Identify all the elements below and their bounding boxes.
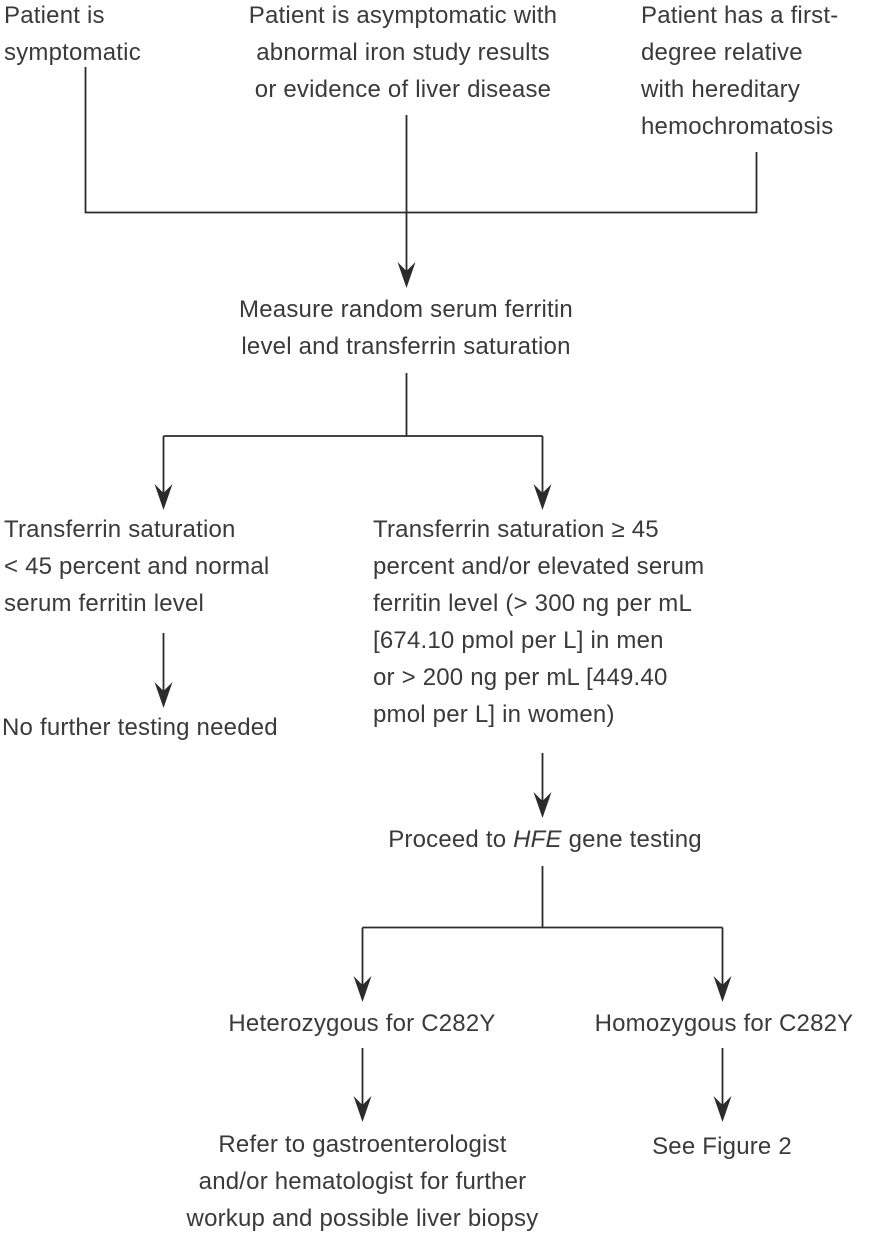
node-line: percent and/or elevated serum [373, 553, 705, 580]
node-line: Refer to gastroenterologist [218, 1131, 507, 1158]
node-line: abnormal iron study results [256, 39, 550, 66]
node-line: workup and possible liver biopsy [186, 1205, 539, 1232]
node-text: gene testing [561, 826, 702, 853]
node-text: Proceed to [388, 826, 514, 853]
node-line: symptomatic [4, 39, 141, 66]
node-line: pmol per L] in women) [373, 701, 615, 728]
hfe-gene-name: HFE [513, 826, 562, 853]
node-line: Patient is asymptomatic with [248, 2, 558, 29]
node-homozygous-c282y: Homozygous for C282Y [524, 1005, 873, 1042]
node-line: hemochromatosis [641, 113, 834, 140]
node-line: degree relative [641, 39, 803, 66]
node-line: Transferrin saturation ≥ 45 [373, 516, 659, 543]
node-line: serum ferritin level [4, 590, 205, 617]
arrowhead-down-icon [397, 262, 416, 288]
node-high-transferrin-saturation: Transferrin saturation ≥ 45 percent and/… [373, 511, 704, 733]
node-line: See Figure 2 [652, 1133, 792, 1160]
node-proceed-hfe-testing: Proceed to HFE gene testing [345, 821, 745, 858]
node-measure-ferritin: Measure random serum ferritin level and … [206, 291, 606, 365]
node-no-further-testing: No further testing needed [2, 709, 278, 746]
arrowhead-down-icon [713, 976, 732, 1002]
node-line: [674.10 pmol per L] in men [373, 627, 664, 654]
node-line: and/or hematologist for further [198, 1168, 527, 1195]
node-line: Transferrin saturation [4, 516, 236, 543]
node-line: or > 200 ng per mL [449.40 [373, 664, 668, 691]
node-line: or evidence of liver disease [254, 76, 552, 103]
arrowhead-down-icon [533, 792, 552, 818]
node-line: No further testing needed [2, 714, 278, 741]
node-patient-asymptomatic: Patient is asymptomatic with abnormal ir… [222, 0, 584, 108]
node-line: Homozygous for C282Y [594, 1010, 854, 1037]
node-line: Patient is [4, 2, 105, 29]
arrowhead-down-icon [533, 484, 552, 510]
node-line: ferritin level (> 300 ng per mL [373, 590, 693, 617]
node-refer-specialist: Refer to gastroenterologist and/or hemat… [160, 1126, 565, 1237]
node-line: Heterozygous for C282Y [228, 1010, 496, 1037]
node-line: Patient has a first- [641, 2, 839, 29]
node-first-degree-relative: Patient has a first- degree relative wit… [641, 0, 838, 145]
node-heterozygous-c282y: Heterozygous for C282Y [162, 1005, 562, 1042]
arrowhead-down-icon [154, 484, 173, 510]
node-line: level and transferrin saturation [241, 333, 571, 360]
node-see-figure-2: See Figure 2 [572, 1128, 872, 1165]
node-low-transferrin-saturation: Transferrin saturation < 45 percent and … [4, 511, 269, 622]
node-patient-symptomatic: Patient is symptomatic [4, 0, 141, 71]
arrowhead-down-icon [353, 1096, 372, 1122]
node-line: with hereditary [641, 76, 801, 103]
arrowhead-down-icon [713, 1096, 732, 1122]
connector-proceed-to-genesplit [362, 866, 723, 929]
arrowhead-down-icon [353, 976, 372, 1002]
node-line: < 45 percent and normal [4, 553, 270, 580]
connector-measure-to-split [163, 373, 543, 437]
node-line: Measure random serum ferritin [239, 296, 573, 323]
arrowhead-down-icon [154, 682, 173, 708]
